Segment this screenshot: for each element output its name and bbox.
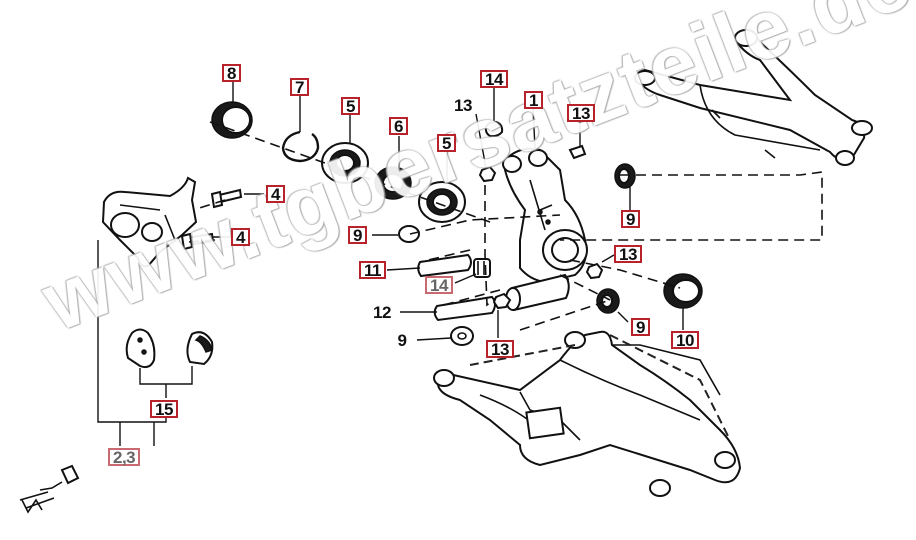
callout-4: 4 [231,228,250,246]
washer-9a [398,225,420,243]
seal-9c [596,288,620,314]
callout-9: 9 [397,331,407,350]
callout-12: 12 [373,303,391,322]
callout-13: 13 [454,96,472,115]
bearing-5a [321,142,369,184]
callout-13: 13 [614,245,642,263]
callout-7: 7 [290,78,309,96]
bolt-13b [568,144,587,160]
callout-8: 8 [222,64,241,82]
circlip-7 [281,130,320,163]
leader-lines [97,82,684,446]
callout-10: 10 [671,331,699,349]
callout-14: 14 [425,276,453,294]
axle-sleeve [505,273,570,312]
spacer-6 [374,166,412,200]
callout-9: 9 [348,226,367,244]
callout-9: 9 [621,210,640,228]
seal-9b [614,163,636,189]
brake-caliper [101,176,198,268]
nut-13c [585,262,604,280]
upper-a-arm [634,29,873,166]
callout-9: 9 [631,318,650,336]
callout-15: 15 [150,400,178,418]
callout-6: 6 [389,117,408,135]
seal-8 [211,101,253,139]
bearing-5b [418,181,466,223]
brake-pad-right [186,331,214,366]
callout-5: 5 [341,97,360,115]
bushing-14b [473,258,491,278]
callout-13: 13 [486,340,514,358]
brake-line-connector [19,464,80,514]
callout-11: 11 [359,261,386,279]
seal-10 [663,273,703,309]
callout-5: 5 [437,134,456,152]
brake-pad-left [125,328,156,369]
nut-13-lower [492,292,512,310]
bushing-14a [484,120,504,138]
nut-13a [478,165,497,183]
assembly-dashed-lines [187,171,823,331]
pin-12 [433,295,496,322]
lower-swing-arm [433,330,742,497]
callout-4: 4 [266,185,285,203]
callout-2-3: 2,3 [108,448,141,466]
callout-13: 13 [567,104,595,122]
callout-1: 1 [524,91,543,109]
bolt-4a [210,188,243,209]
callout-14: 14 [480,70,508,88]
pin-11 [417,253,472,278]
washer-9d [450,326,474,346]
axis-line-bearings [209,121,491,223]
